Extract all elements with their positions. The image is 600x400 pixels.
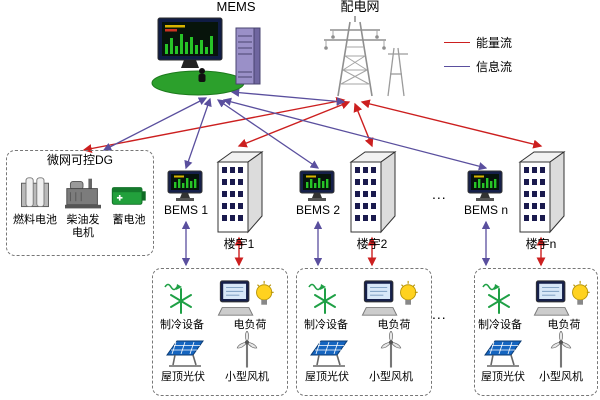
fuel-cell-label: 燃料电池 <box>13 214 57 226</box>
bems-monitor-icon <box>299 170 335 201</box>
load-group-box-1: 制冷设备 电负荷 屋顶光伏 <box>152 268 288 396</box>
wind-turbine-icon <box>380 331 402 368</box>
building-label-2: 楼宇2 <box>356 237 388 251</box>
legend-info-row: 信息流 <box>444 58 594 75</box>
cooling-label: 制冷设备 <box>478 319 522 331</box>
rooftop-pv-icon <box>166 340 204 367</box>
units-ellipsis: ... <box>432 186 447 202</box>
storage-battery-icon <box>111 187 146 205</box>
electric-load-label: 电负荷 <box>233 319 267 331</box>
legend-energy-label: 能量流 <box>476 36 513 50</box>
load-group-box-2: 制冷设备 电负荷 屋顶光伏 <box>296 268 432 396</box>
small-wind-label: 小型风机 <box>539 371 583 383</box>
energy-arrow-bn-grid <box>360 99 543 149</box>
building-icon-n <box>518 151 566 234</box>
electric-load-icon <box>533 280 590 316</box>
mems-title: MEMS <box>216 0 256 14</box>
rooftop-pv-icon <box>310 340 348 367</box>
electric-load-icon <box>217 280 274 316</box>
rooftop-pv-label: 屋顶光伏 <box>305 371 349 383</box>
mems-server-icon <box>151 17 261 96</box>
legend-info-label: 信息流 <box>476 60 513 74</box>
diesel-generator-icon <box>65 178 101 209</box>
grid-title: 配电网 <box>340 0 380 14</box>
storage-battery-label: 蓄电池 <box>112 214 146 226</box>
small-wind-label: 小型风机 <box>225 371 269 383</box>
electric-load-label: 电负荷 <box>377 319 411 331</box>
fuel-cell-icon <box>21 177 49 208</box>
info-arrow-dg-mems <box>102 97 208 151</box>
cooling-snowflake-icon <box>308 283 336 314</box>
bems-label-1: BEMS 1 <box>163 203 208 217</box>
building-icon-1 <box>216 151 264 234</box>
building-icon-2 <box>349 151 397 234</box>
rooftop-pv-label: 屋顶光伏 <box>481 371 525 383</box>
rooftop-pv-icon <box>484 340 522 367</box>
legend: 能量流 信息流 <box>444 34 594 82</box>
load-boxes-ellipsis: ... <box>432 306 447 322</box>
electric-load-label: 电负荷 <box>547 319 581 331</box>
dg-title: 微网可控DG <box>46 153 113 167</box>
wind-turbine-icon <box>550 331 572 368</box>
cooling-snowflake-icon <box>482 283 510 314</box>
diesel-generator-label: 柴油发电机 <box>66 214 100 239</box>
power-grid-tower-icon <box>324 16 408 97</box>
electric-load-icon <box>361 280 418 316</box>
building-label-n: 楼宇n <box>525 237 557 251</box>
cooling-label: 制冷设备 <box>160 319 204 331</box>
small-wind-label: 小型风机 <box>369 371 413 383</box>
dg-group-box: 微网可控DG 燃料电池 柴油发电机 蓄电池 <box>6 150 154 256</box>
wind-turbine-icon <box>236 331 258 368</box>
energy-arrow-dg-grid <box>82 96 346 154</box>
bems-label-n: BEMS n <box>463 203 508 217</box>
load-group-box-n: 制冷设备 电负荷 屋顶光伏 <box>474 268 598 396</box>
bems-monitor-icon <box>167 170 203 201</box>
cooling-label: 制冷设备 <box>304 319 348 331</box>
cooling-snowflake-icon <box>164 283 192 314</box>
energy-arrow-b1-grid <box>237 100 351 148</box>
energy-line-swatch <box>444 42 470 43</box>
legend-energy-row: 能量流 <box>444 34 594 51</box>
info-line-swatch <box>444 66 470 67</box>
bems-label-2: BEMS 2 <box>295 203 340 217</box>
energy-arrow-b2-grid <box>353 102 374 148</box>
info-arrow-bems1-mems <box>184 97 212 170</box>
rooftop-pv-label: 屋顶光伏 <box>161 371 205 383</box>
building-label-1: 楼宇1 <box>223 237 255 251</box>
bems-monitor-icon <box>467 170 503 201</box>
